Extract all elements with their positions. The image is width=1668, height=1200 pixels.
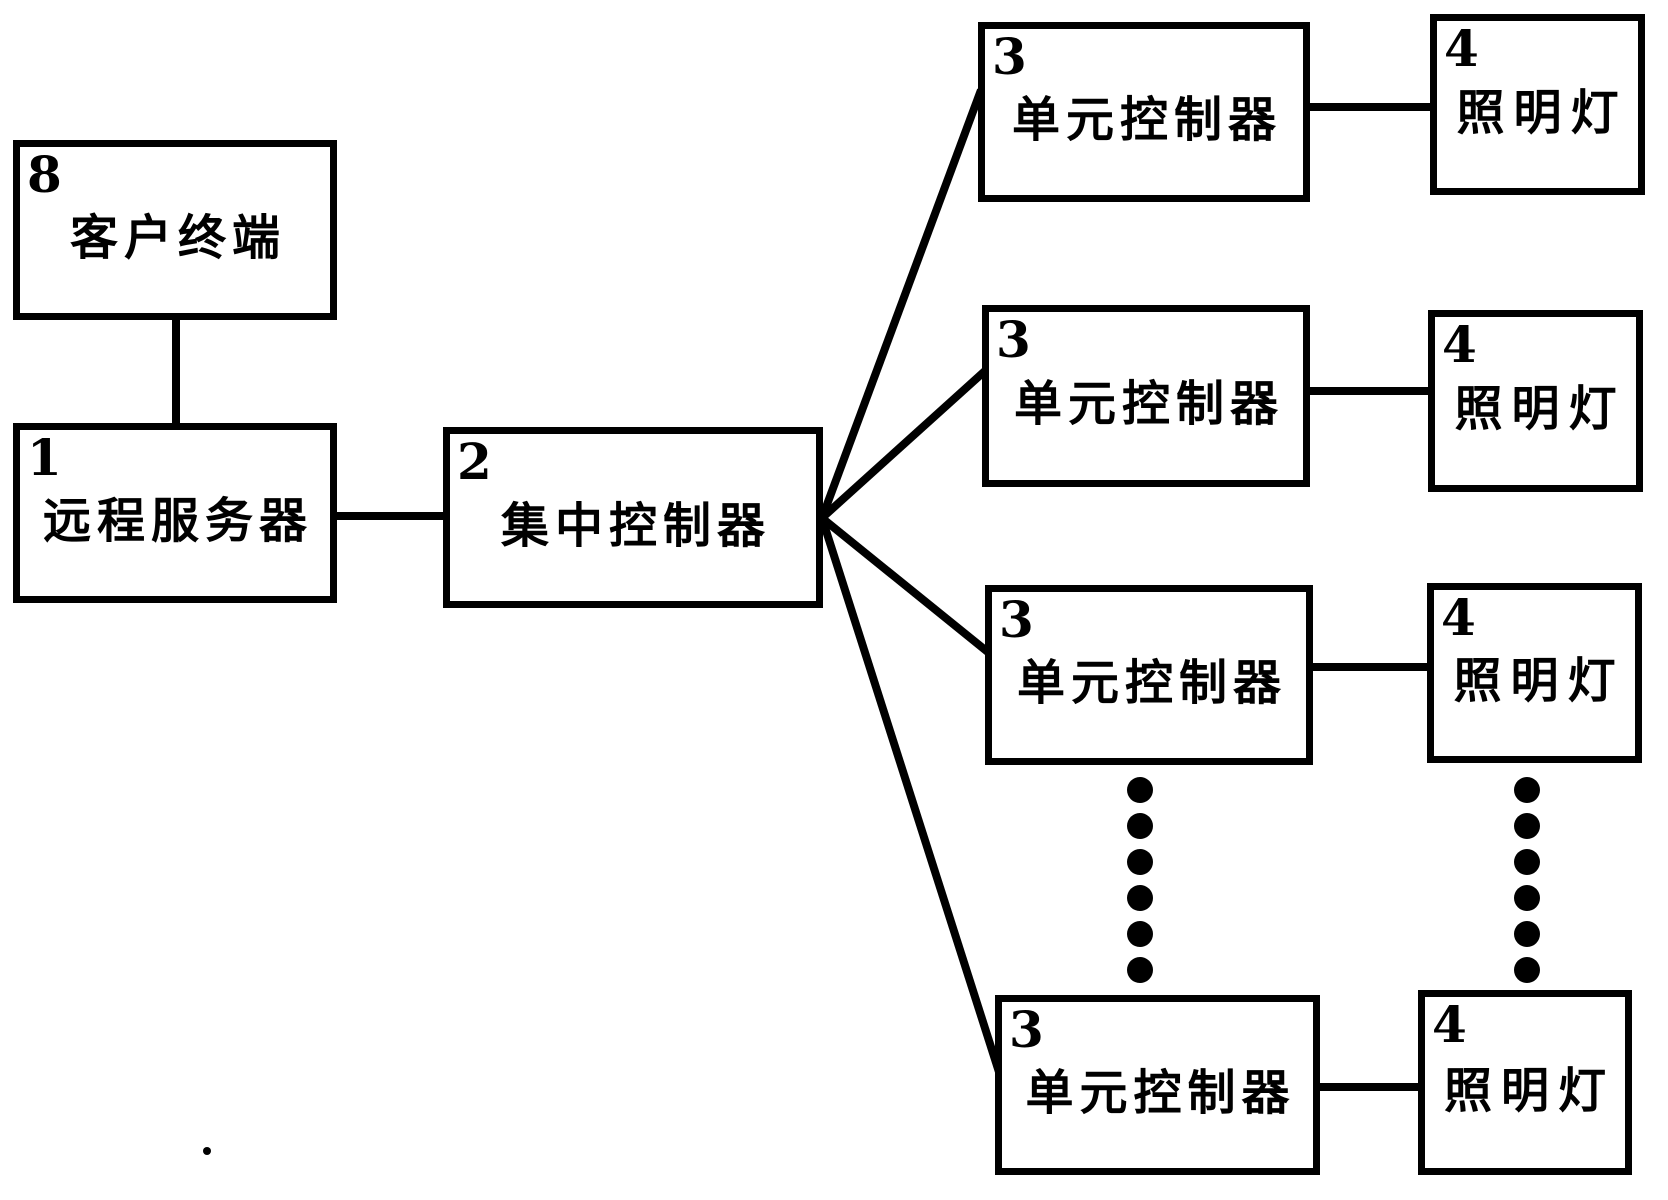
unit-controller-3-ref-number: 3	[999, 590, 1034, 649]
unit-controller-2-label: 单元控制器	[1013, 376, 1284, 432]
unit-controller-1-ref-number: 3	[992, 27, 1027, 86]
client-terminal-box: 8 客户终端	[13, 140, 337, 320]
lamp-4-label: 照明灯	[1443, 1062, 1615, 1119]
wire-central-unit-3	[819, 514, 992, 657]
central-controller-box: 2 集中控制器	[443, 427, 823, 608]
lamp-box-4: 4 照明灯	[1418, 990, 1632, 1175]
speck-dot	[203, 1147, 211, 1155]
unit-controller-4-label: 单元控制器	[1025, 1065, 1296, 1121]
unit-controller-4-ref-number: 3	[1009, 1000, 1044, 1059]
lamp-2-ref-number: 4	[1442, 315, 1477, 374]
client-terminal-label: 客户终端	[69, 210, 286, 266]
central-controller-ref-number: 2	[457, 432, 492, 491]
unit-controller-box-1: 3 单元控制器	[978, 22, 1310, 202]
lamp-1-label: 照明灯	[1456, 84, 1628, 141]
remote-server-ref-number: 1	[27, 428, 62, 487]
remote-server-label: 远程服务器	[42, 493, 313, 549]
ellipsis-dots-lamps	[1514, 777, 1540, 983]
wire-central-unit-2	[819, 367, 989, 521]
unit-controller-2-ref-number: 3	[996, 310, 1031, 369]
client-terminal-ref-number: 8	[27, 145, 62, 204]
lamp-3-ref-number: 4	[1441, 588, 1476, 647]
lamp-box-2: 4 照明灯	[1428, 310, 1643, 492]
lamp-box-3: 4 照明灯	[1427, 583, 1642, 763]
unit-controller-box-3: 3 单元控制器	[985, 585, 1313, 765]
wire-central-unit-1	[818, 88, 985, 520]
lamp-1-ref-number: 4	[1444, 19, 1479, 78]
unit-controller-3-label: 单元控制器	[1016, 655, 1287, 711]
ellipsis-dots-units	[1127, 777, 1153, 983]
central-controller-label: 集中控制器	[500, 497, 771, 554]
lamp-box-1: 4 照明灯	[1430, 14, 1645, 195]
remote-server-box: 1 远程服务器	[13, 423, 337, 603]
lamp-2-label: 照明灯	[1454, 381, 1626, 437]
unit-controller-box-2: 3 单元控制器	[982, 305, 1310, 487]
lamp-4-ref-number: 4	[1432, 995, 1467, 1054]
lamp-3-label: 照明灯	[1453, 653, 1625, 709]
unit-controller-1-label: 单元控制器	[1011, 92, 1282, 148]
wire-central-unit-4	[818, 516, 1003, 1074]
unit-controller-box-4: 3 单元控制器	[995, 995, 1320, 1175]
